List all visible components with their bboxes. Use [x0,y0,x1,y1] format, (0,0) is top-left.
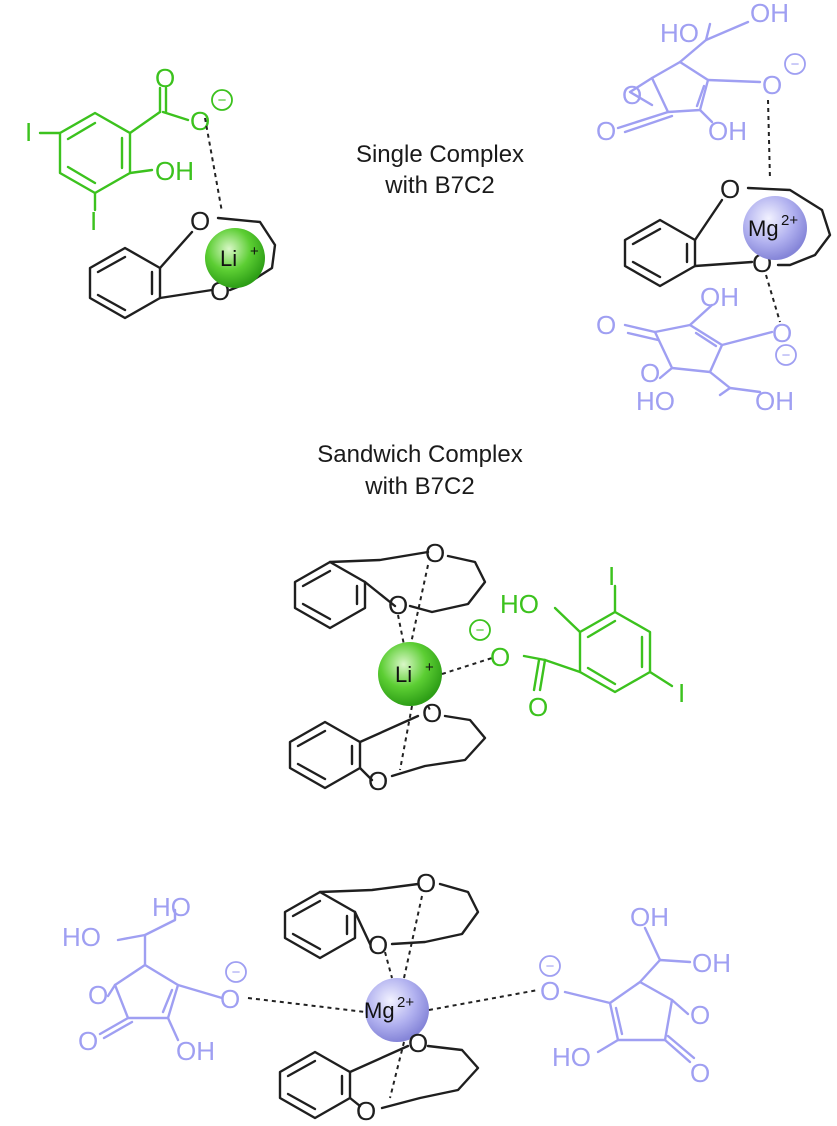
crown-o1-label: O [408,1028,428,1058]
mg-ion-sphere [365,978,429,1042]
asc-right-carbonyl-o: O [690,1058,710,1088]
mg-ion-label: Mg [364,998,395,1023]
iodine-label-right: I [678,678,685,708]
crown-o1-label: O [190,206,210,236]
li-sandwich-complex: O O Li + O O HO I [288,538,685,796]
negative-charge-icon [469,619,491,641]
crown-o2-label: O [388,590,408,620]
carbonyl-o-label: O [155,63,175,93]
asc-right-oh1-label: OH [630,902,669,932]
iodine-label-top: I [608,561,615,591]
asc-left-enolate-o: O [220,984,240,1014]
negative-charge-symbol: − [791,56,800,73]
asc-right-enolate-o: O [540,976,560,1006]
iodine-label-left: I [25,117,32,147]
li-ion-sphere [378,642,442,706]
negative-charge-symbol: − [476,622,485,639]
diiodosalicylate-middle: HO I I O O − [469,561,685,722]
mg-sandwich-complex: O O Mg 2+ O O H [62,868,731,1126]
mg-single-complex: HO OH O O OH O − O O Mg 2+ [596,0,832,416]
caption-sandwich-line2: with B7C2 [364,473,474,500]
asc-top-oh-label: OH [750,0,789,28]
benzo-crown-lower: O O [278,1028,480,1126]
negative-charge-symbol: − [218,92,227,109]
crown-o1-label: O [416,868,436,898]
hydroxyl-label: HO [500,589,539,619]
negative-charge-icon [225,961,247,983]
ascorbate-left: HO HO O O OH O − [62,892,247,1066]
negative-charge-icon [775,344,797,366]
li-single-complex: O O − OH I I O O Li + [25,63,277,320]
negative-charge-icon [211,89,233,111]
negative-charge-symbol: − [782,347,791,364]
negative-charge-icon [784,53,806,75]
carbonyl-o-label: O [528,692,548,722]
ascorbate-bottom: OH O O O − HO OH [596,282,797,416]
mg-ion-label: Mg [748,216,779,241]
hydroxyl-label: OH [155,156,194,186]
asc-left-ring-o: O [88,980,108,1010]
asc-top-enolate-o: O [762,70,782,100]
carboxylate-o-label: O [490,642,510,672]
crown-o1-label: O [720,174,740,204]
asc-top-ho-label: HO [660,18,699,48]
crown-o2-label: O [368,930,388,960]
caption-sandwich-line1: Sandwich Complex [317,441,522,468]
negative-charge-symbol: − [546,958,555,975]
benzo-crown-upper: O O [293,538,487,630]
caption-single-line2: with B7C2 [384,172,494,199]
crown-o1-label: O [425,538,445,568]
negative-charge-symbol: − [232,964,241,981]
li-ion-charge: + [425,659,434,676]
iodine-label-bottom: I [90,206,97,236]
asc-left-oh-label: OH [176,1036,215,1066]
li-ion-sphere [205,228,265,288]
li-ion-label: Li [220,246,237,271]
asc-top-ring-o: O [622,80,642,110]
carboxylate-o-label: O [190,106,210,136]
asc-bot-carbonyl-o: O [596,310,616,340]
benzo-crown-top-right: O O [623,174,832,288]
crown-o2-label: O [368,766,388,796]
crown-o1-label: O [422,698,442,728]
asc-top-oh2-label: OH [708,116,747,146]
benzo-crown-lower: O O [288,698,487,796]
asc-right-ho-label: HO [552,1042,591,1072]
asc-left-ho1-label: HO [152,892,191,922]
asc-left-carbonyl-o: O [78,1026,98,1056]
caption-single-line1: Single Complex [356,141,524,168]
li-ion-label: Li [395,662,412,687]
benzo-crown-upper: O O [283,868,480,960]
asc-top-carbonyl-o: O [596,116,616,146]
negative-charge-icon [539,955,561,977]
asc-bot-ho-label: HO [636,386,675,416]
asc-right-oh2-label: OH [692,948,731,978]
li-ion-charge: + [250,243,259,260]
asc-bot-enolate-o: O [772,318,792,348]
mg-ion-charge: 2+ [781,212,798,229]
mg-ion-sphere [743,196,807,260]
ascorbate-top: HO OH O O OH O − [596,0,806,146]
asc-left-ho2-label: HO [62,922,101,952]
mg-ion-charge: 2+ [397,994,414,1011]
crown-o2-label: O [356,1096,376,1126]
diiodosalicylate-top-left: O O − OH I I [25,63,233,236]
asc-bot-oh-label: OH [700,282,739,312]
ascorbate-right: OH OH O O HO O − [539,902,731,1088]
asc-bot-oh2-label: OH [755,386,794,416]
asc-bot-ring-o: O [640,358,660,388]
asc-right-ring-o: O [690,1000,710,1030]
